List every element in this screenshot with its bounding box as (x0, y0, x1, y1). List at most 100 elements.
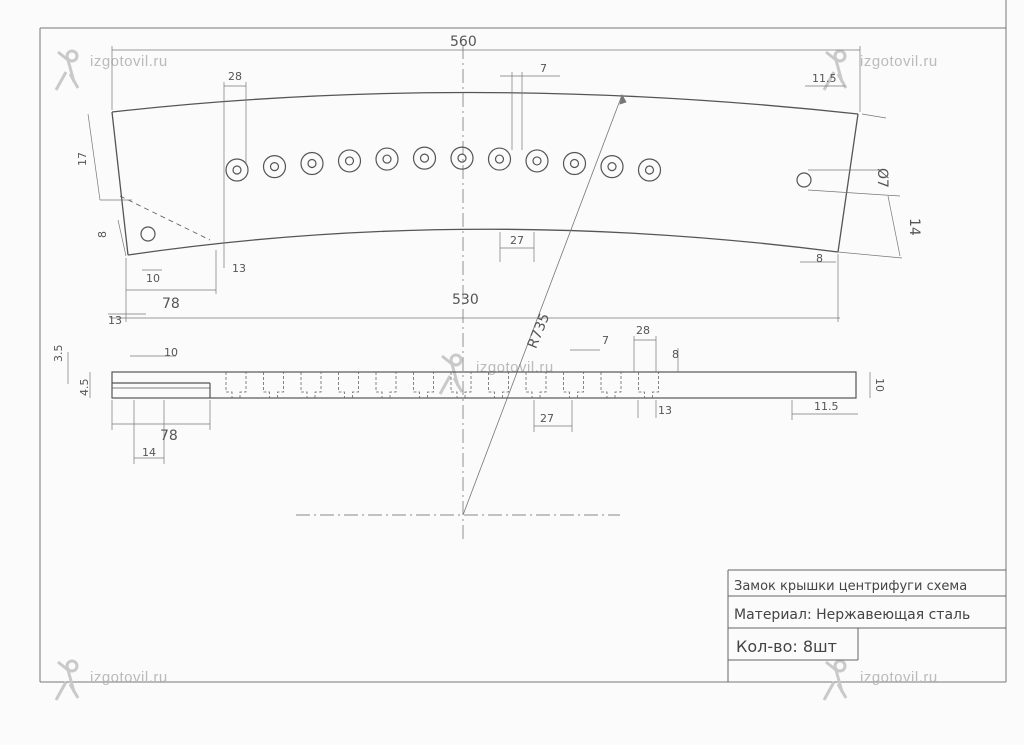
slot (450, 372, 472, 398)
hole (637, 158, 662, 182)
wrench-figure-icon (54, 659, 80, 701)
slot (263, 372, 284, 398)
slot (563, 372, 584, 398)
watermark-text: izgotovil.ru (860, 53, 938, 70)
watermark-center: izgotovil.ru (438, 353, 554, 395)
dim-13: 13 (108, 314, 122, 327)
title-block (727, 569, 1006, 682)
dim-4-5: 4.5 (78, 379, 91, 397)
slot (225, 372, 247, 398)
hole (225, 158, 249, 182)
hole-center (644, 165, 655, 175)
dim-8-right: 8 (816, 252, 823, 265)
dim-17: 17 (76, 152, 89, 166)
plate-right-edge (837, 113, 859, 253)
dim-7-side: 7 (602, 334, 609, 347)
hole-center (307, 158, 317, 169)
slot (300, 372, 322, 398)
watermark-text: izgotovil.ru (476, 359, 554, 376)
hole-center (494, 154, 505, 164)
hole (375, 147, 399, 171)
dim-8-side: 8 (672, 348, 679, 361)
title-material: Материал: Нержавеющая сталь (734, 607, 970, 623)
left-end-hole (140, 226, 156, 242)
hole (487, 147, 512, 171)
wrench-figure-icon (822, 659, 848, 701)
title-name: Замок крышки центрифуги схема (734, 579, 967, 594)
sheet-frame (39, 0, 1007, 683)
title-quantity: Кол-во: 8шт (736, 637, 837, 656)
hole-center (532, 156, 542, 166)
hole (450, 146, 474, 170)
hole-center (419, 153, 430, 163)
plate-left-edge (111, 111, 129, 256)
slot (525, 372, 547, 398)
hole (600, 155, 624, 179)
dim-11-5-side: 11.5 (814, 400, 839, 413)
hole-center (269, 162, 280, 172)
dim-13-under: 13 (232, 262, 246, 275)
watermark-bottom-right: izgotovil.ru (822, 659, 938, 701)
watermark-text: izgotovil.ru (90, 53, 168, 70)
watermark-top-right: izgotovil.ru (822, 49, 938, 91)
slot (638, 372, 659, 398)
slot (375, 372, 397, 398)
hole-center (457, 153, 467, 163)
slot-row (225, 372, 659, 398)
plate-bottom-edge (127, 228, 839, 256)
dim-3-5: 3.5 (52, 345, 65, 363)
dim-78-side: 78 (160, 428, 178, 444)
dim-28-side: 28 (636, 324, 650, 337)
watermark-top-left: izgotovil.ru (54, 49, 168, 91)
chamfer-line (119, 195, 211, 241)
hole (300, 151, 324, 176)
hole-row (225, 146, 662, 182)
hole-center (569, 158, 580, 169)
hole-center (232, 165, 242, 175)
dim-top-length: 560 (450, 34, 477, 50)
center-lines (296, 45, 620, 540)
top-view-labels: 560 28 7 11.5 17 8 10 13 530 13 78 27 Ø7… (76, 34, 922, 327)
dim-27-side: 27 (540, 412, 554, 425)
side-view (111, 371, 857, 399)
wrench-figure-icon (54, 49, 80, 91)
strip-outline (111, 371, 857, 399)
hole (525, 149, 549, 173)
dim-10: 10 (146, 272, 160, 285)
dim-27: 27 (510, 234, 524, 247)
top-view (111, 91, 859, 256)
side-view-dimension-lines (67, 336, 871, 464)
dim-11-5: 11.5 (812, 72, 837, 85)
hole-center (382, 154, 392, 164)
dim-10-top: 10 (164, 346, 178, 359)
right-end-hole (796, 172, 812, 188)
hole (337, 149, 362, 173)
slot (488, 372, 509, 398)
hole (412, 146, 437, 170)
slot (413, 372, 434, 398)
side-view-labels: 3.5 4.5 10 78 14 7 28 8 27 13 11.5 10 (52, 324, 886, 459)
dim-phi7: Ø7 (874, 168, 890, 188)
dim-8: 8 (96, 231, 109, 238)
dim-78: 78 (162, 296, 180, 312)
dim-28: 28 (228, 70, 242, 83)
plate-top-edge (111, 91, 859, 115)
dim-10-right: 10 (873, 378, 886, 392)
hole-center (344, 156, 355, 166)
dim-14: 14 (906, 218, 922, 236)
slot (600, 372, 622, 398)
slot (338, 372, 359, 398)
watermark-bottom-left: izgotovil.ru (54, 659, 168, 701)
dim-13-side: 13 (658, 404, 672, 417)
wrench-figure-icon (438, 353, 464, 395)
dim-7: 7 (540, 62, 547, 75)
radius-line (462, 93, 627, 516)
hole (562, 151, 587, 176)
radius-label: R735 (525, 311, 553, 351)
watermark-text: izgotovil.ru (90, 669, 168, 686)
dim-14-side: 14 (142, 446, 156, 459)
dim-bottom-length: 530 (452, 292, 479, 308)
hole (262, 155, 287, 179)
watermark-text: izgotovil.ru (860, 669, 938, 686)
